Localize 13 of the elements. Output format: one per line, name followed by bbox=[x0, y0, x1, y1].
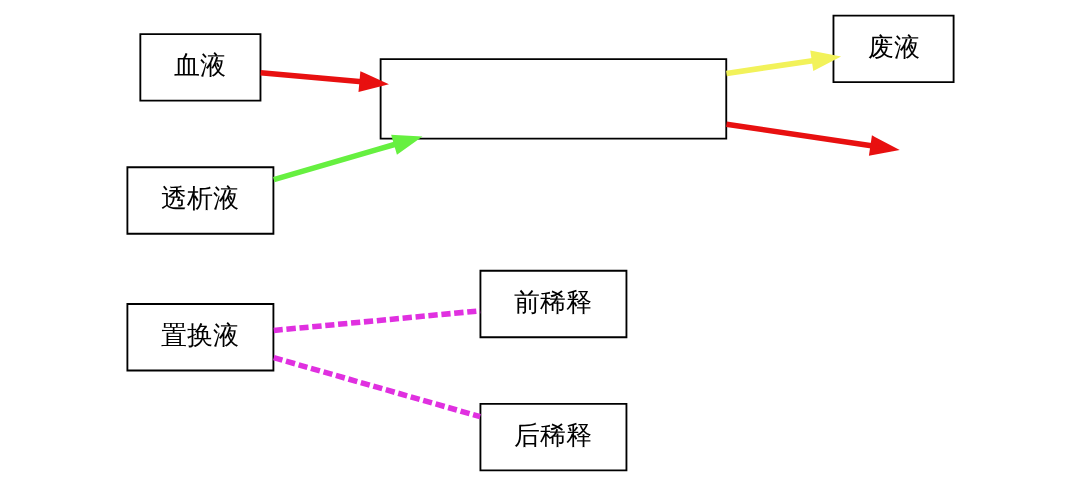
node-box: 置换液 bbox=[125, 303, 274, 372]
connector bbox=[272, 355, 481, 420]
node-box bbox=[379, 58, 727, 140]
node-box: 前稀释 bbox=[479, 269, 627, 339]
arrow bbox=[725, 121, 900, 156]
node-box: 废液 bbox=[832, 14, 955, 84]
arrow bbox=[272, 134, 422, 183]
node-box: 血液 bbox=[138, 33, 261, 102]
node-box: 透析液 bbox=[125, 166, 274, 235]
arrow bbox=[259, 69, 389, 92]
arrow bbox=[725, 50, 841, 77]
connector bbox=[273, 308, 480, 334]
node-box: 后稀释 bbox=[479, 402, 627, 472]
